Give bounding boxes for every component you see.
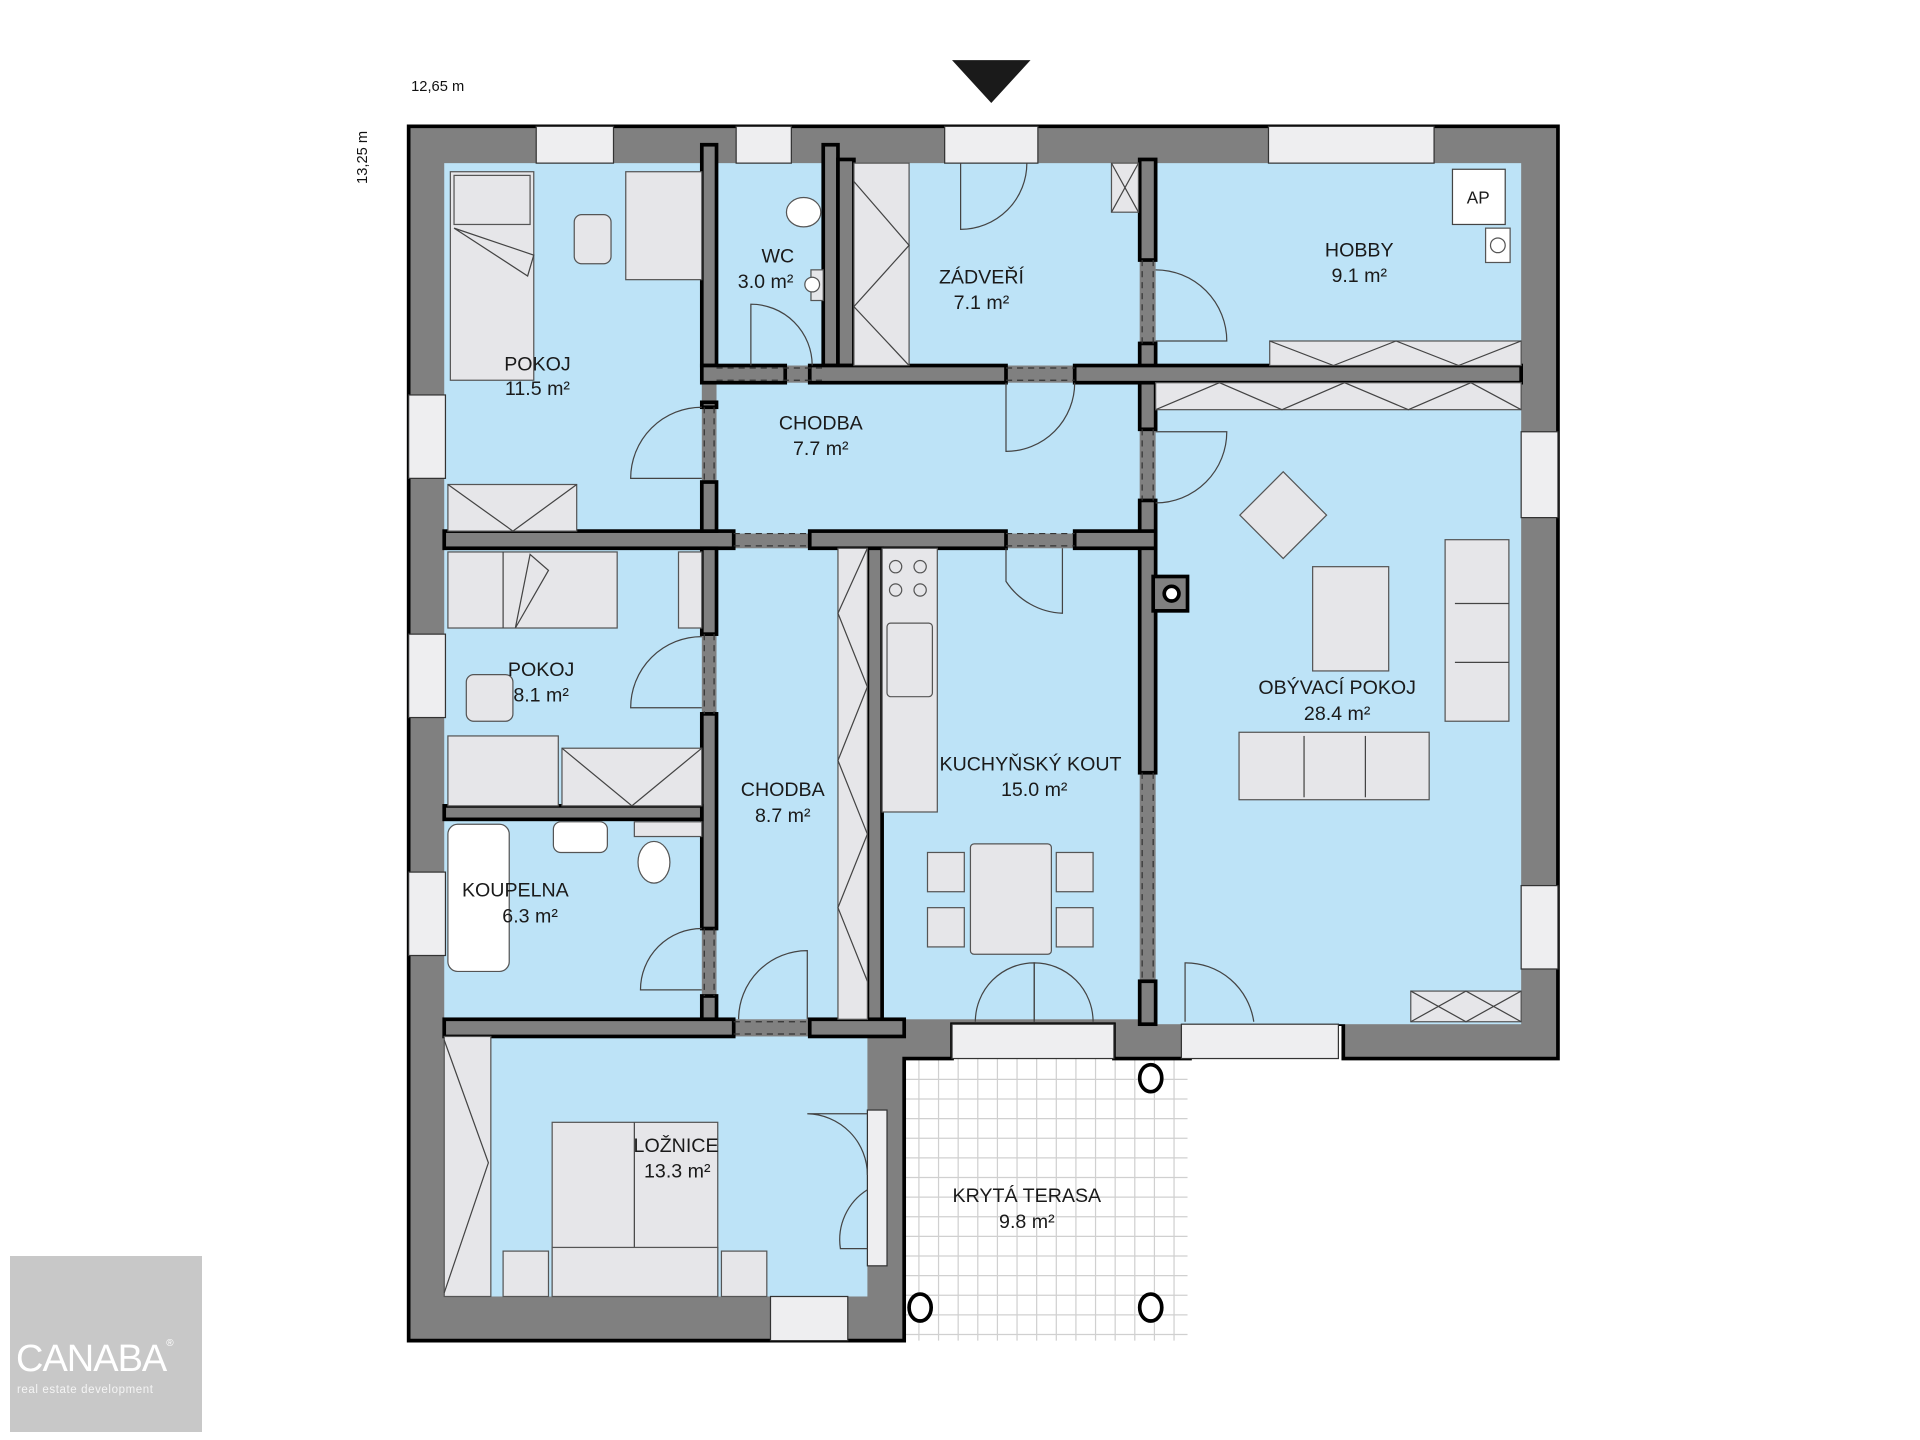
room-area-kuchynsky-kout: 15.0 m² bbox=[1001, 779, 1068, 801]
height-dimension: 13,25 m bbox=[355, 131, 371, 184]
appliance-label: AP bbox=[1467, 188, 1490, 208]
terrace-grid bbox=[889, 1058, 1188, 1341]
logo-text: CANABA bbox=[16, 1338, 167, 1380]
room-name-terasa: KRYTÁ TERASA bbox=[953, 1184, 1102, 1207]
column-icon bbox=[1137, 1292, 1164, 1323]
nightstand-icon bbox=[720, 1250, 768, 1298]
nightstand-icon bbox=[502, 1250, 550, 1298]
room-name-chodba-2: CHODBA bbox=[741, 779, 826, 801]
room-area-terasa: 9.8 m² bbox=[999, 1211, 1055, 1233]
chair-icon bbox=[573, 214, 612, 265]
room-area-loznice: 13.3 m² bbox=[644, 1161, 711, 1183]
logo-tagline: real estate development bbox=[17, 1384, 154, 1396]
room-name-hobby: HOBBY bbox=[1325, 239, 1394, 261]
doors bbox=[630, 163, 1255, 1250]
column-icon bbox=[1137, 1062, 1164, 1094]
furniture: AP bbox=[443, 162, 1522, 1298]
room-name-wc: WC bbox=[762, 245, 795, 267]
bathtub-icon bbox=[447, 823, 510, 973]
chair-icon bbox=[926, 907, 965, 948]
wardrobe-icon bbox=[561, 747, 703, 807]
dining-table-icon bbox=[969, 843, 1052, 955]
sofa-icon bbox=[1444, 539, 1510, 722]
wardrobe-icon bbox=[443, 1035, 492, 1298]
room-name-pokoj-2: POKOJ bbox=[508, 659, 574, 681]
column-icon bbox=[907, 1292, 934, 1323]
boiler-icon bbox=[1489, 237, 1506, 254]
appliance-box bbox=[1451, 168, 1506, 226]
chair-icon bbox=[1055, 907, 1094, 948]
room-area-pokoj-2: 8.1 m² bbox=[513, 685, 569, 707]
room-area-hobby: 9.1 m² bbox=[1331, 265, 1387, 287]
room-labels: POKOJ 11.5 m² WC 3.0 m² ZÁDVEŘÍ 7.1 m² H… bbox=[462, 239, 1416, 1232]
room-name-kuchynsky-kout: KUCHYŇSKÝ KOUT bbox=[940, 752, 1122, 775]
room-area-obyvaci-pokoj: 28.4 m² bbox=[1304, 703, 1371, 725]
room-area-koupelna: 6.3 m² bbox=[502, 905, 558, 927]
room-area-pokoj-1: 11.5 m² bbox=[505, 378, 570, 400]
desk-icon bbox=[625, 171, 703, 281]
chair-icon bbox=[465, 674, 514, 722]
shelf-icon bbox=[1269, 340, 1522, 367]
room-area-chodba-2: 8.7 m² bbox=[755, 805, 811, 827]
kitchen-sink-icon bbox=[886, 622, 934, 698]
wardrobe-icon bbox=[837, 547, 869, 1020]
wardrobe-icon bbox=[447, 483, 578, 532]
sofa-icon bbox=[1238, 731, 1430, 801]
registered-mark: ® bbox=[166, 1338, 173, 1349]
toilet-icon bbox=[637, 840, 671, 884]
chair-icon bbox=[926, 851, 965, 893]
coffee-table-icon bbox=[1312, 566, 1390, 672]
desk-icon bbox=[447, 735, 559, 807]
room-area-zadveri: 7.1 m² bbox=[954, 292, 1010, 314]
sink-icon bbox=[552, 821, 608, 854]
company-logo bbox=[10, 1256, 202, 1432]
interior-walls bbox=[442, 142, 1523, 1039]
windows bbox=[408, 125, 1559, 1342]
room-area-chodba-1: 7.7 m² bbox=[793, 438, 849, 460]
room-name-obyvaci-pokoj: OBÝVACÍ POKOJ bbox=[1258, 676, 1416, 699]
room-area-wc: 3.0 m² bbox=[738, 271, 794, 293]
terrace bbox=[889, 1058, 1188, 1341]
logo-name: CANABA® bbox=[16, 1338, 174, 1381]
room-name-koupelna: KOUPELNA bbox=[462, 880, 570, 902]
width-dimension: 12,65 m bbox=[411, 79, 464, 95]
toilet-icon bbox=[785, 196, 822, 228]
sink-icon bbox=[804, 276, 821, 293]
room-name-chodba-1: CHODBA bbox=[779, 412, 864, 434]
armchair-icon bbox=[1238, 470, 1328, 560]
wardrobe-icon bbox=[853, 162, 910, 367]
room-name-zadveri: ZÁDVEŘÍ bbox=[939, 265, 1025, 288]
chair-icon bbox=[1055, 851, 1094, 893]
room-name-loznice: LOŽNICE bbox=[634, 1134, 719, 1157]
room-name-pokoj-1: POKOJ bbox=[504, 353, 570, 375]
bed-icon bbox=[447, 551, 618, 629]
entrance-arrow-icon bbox=[952, 60, 1031, 104]
